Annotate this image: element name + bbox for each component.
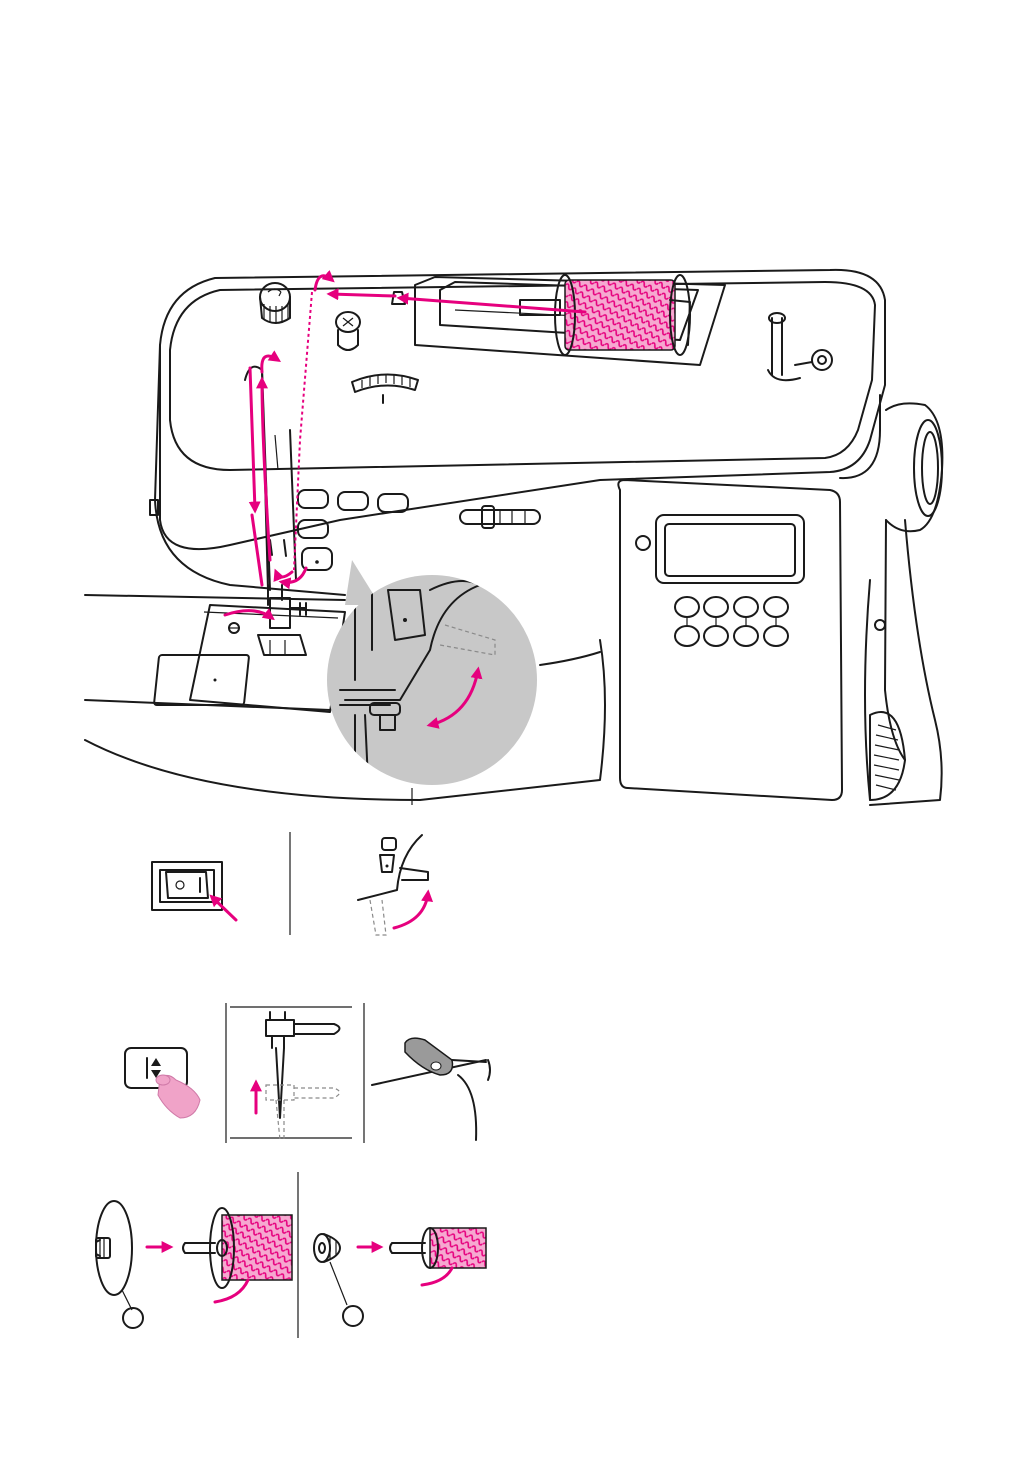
front-buttons bbox=[298, 490, 540, 570]
step-row-1 bbox=[152, 832, 428, 935]
tension-guide bbox=[336, 292, 405, 350]
bobbin-winder-pin bbox=[768, 313, 832, 380]
control-panel bbox=[618, 480, 842, 800]
needle-up-button-illustration bbox=[125, 1048, 200, 1118]
small-spool-cap-illustration bbox=[314, 1228, 486, 1326]
air-vent bbox=[870, 712, 905, 800]
thread-path bbox=[225, 276, 585, 618]
step-row-3 bbox=[96, 1172, 486, 1338]
presser-foot-lever-illustration bbox=[358, 835, 428, 935]
step-row-2 bbox=[125, 1003, 490, 1143]
magnified-inset bbox=[327, 560, 560, 785]
stitch-dial bbox=[352, 374, 418, 403]
power-switch-illustration bbox=[152, 862, 236, 920]
large-spool-cap-illustration bbox=[96, 1201, 292, 1328]
panel-buttons bbox=[675, 597, 788, 646]
presser-foot-assembly bbox=[258, 585, 306, 655]
thread-guide-illustration bbox=[372, 1038, 490, 1140]
spool-on-pin bbox=[520, 275, 690, 355]
needle-bar-raise-illustration bbox=[230, 1007, 352, 1140]
sewing-machine-main bbox=[85, 270, 942, 805]
